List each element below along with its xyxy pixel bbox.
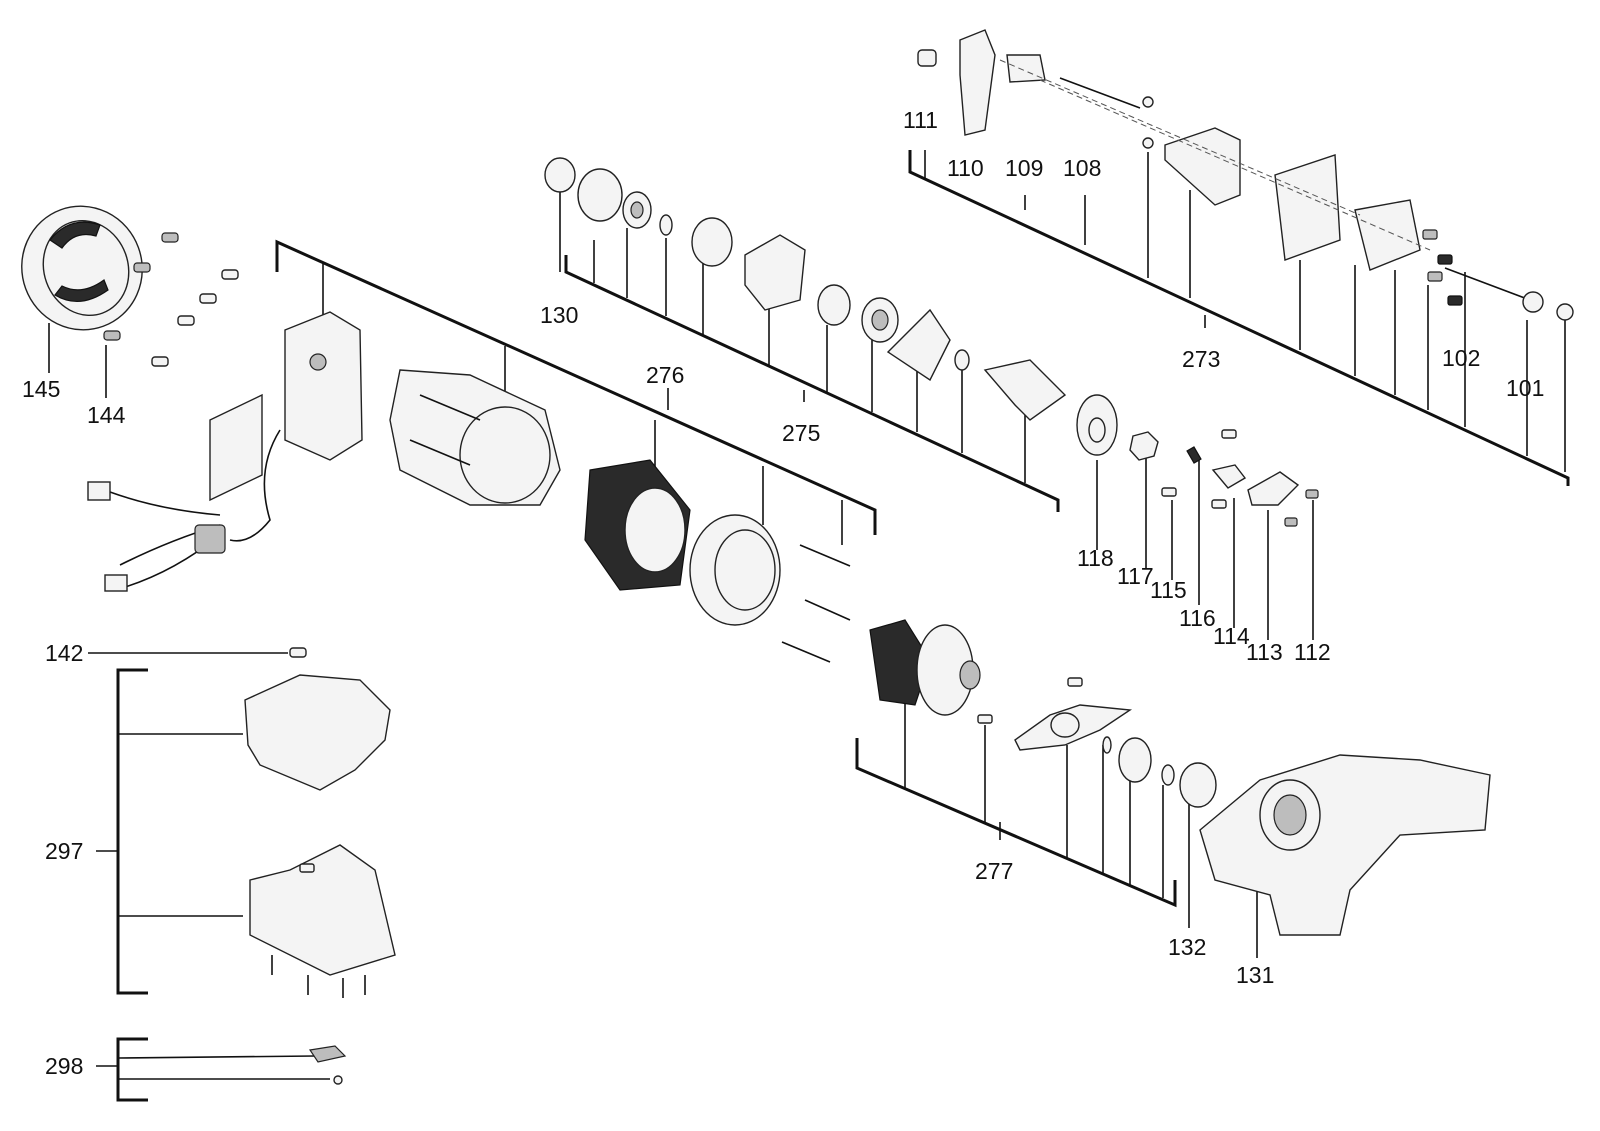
part-bearing-plate xyxy=(977,677,1217,808)
callout-117: 117 xyxy=(1117,563,1154,589)
callout-102: 102 xyxy=(1442,345,1480,371)
callout-130: 130 xyxy=(540,302,578,328)
callout-273: 273 xyxy=(1182,346,1220,372)
callout-115: 115 xyxy=(1150,577,1187,603)
bracket-273 xyxy=(908,150,1570,486)
callout-298: 298 xyxy=(45,1053,83,1079)
callout-132: 132 xyxy=(1168,934,1206,960)
bracket-275 xyxy=(564,255,1060,512)
part-297-motor-covers xyxy=(244,674,396,998)
part-144-screws xyxy=(103,232,239,367)
part-controller-board-harness xyxy=(87,311,363,592)
callout-297: 297 xyxy=(45,838,83,864)
bracket-276 xyxy=(275,239,877,535)
bracket-298 xyxy=(116,1037,148,1102)
part-rotor xyxy=(869,619,981,716)
part-298-clip xyxy=(308,1045,347,1085)
part-273-lock-assembly xyxy=(917,29,1574,321)
part-118-117-washers xyxy=(1076,394,1159,461)
part-145-end-cap xyxy=(21,205,143,331)
callout-144: 144 xyxy=(87,402,126,428)
callout-131: 131 xyxy=(1236,962,1274,988)
callout-110: 110 xyxy=(947,155,984,181)
callout-142: 142 xyxy=(45,640,83,666)
callout-113: 113 xyxy=(1246,639,1283,665)
callout-111: 111 xyxy=(903,107,938,133)
part-motor-housing xyxy=(389,369,561,506)
callout-116: 116 xyxy=(1179,605,1216,631)
callout-277: 277 xyxy=(975,858,1013,884)
part-stator xyxy=(584,459,781,626)
callout-112: 112 xyxy=(1294,639,1331,665)
callout-114: 114 xyxy=(1213,623,1250,649)
callout-145: 145 xyxy=(22,376,60,402)
callout-276: 276 xyxy=(646,362,684,388)
part-long-screws xyxy=(781,544,851,663)
callout-108: 108 xyxy=(1063,155,1101,181)
part-lock-pins xyxy=(1161,429,1319,527)
bracket-297 xyxy=(116,668,148,995)
part-142-screw xyxy=(289,647,307,658)
part-275-gear-train xyxy=(544,157,1067,421)
bracket-277 xyxy=(855,738,1177,908)
callout-101: 101 xyxy=(1506,375,1544,401)
callout-118: 118 xyxy=(1077,545,1114,571)
part-131-gear-housing xyxy=(1199,754,1491,936)
callout-109: 109 xyxy=(1005,155,1043,181)
callout-275: 275 xyxy=(782,420,820,446)
